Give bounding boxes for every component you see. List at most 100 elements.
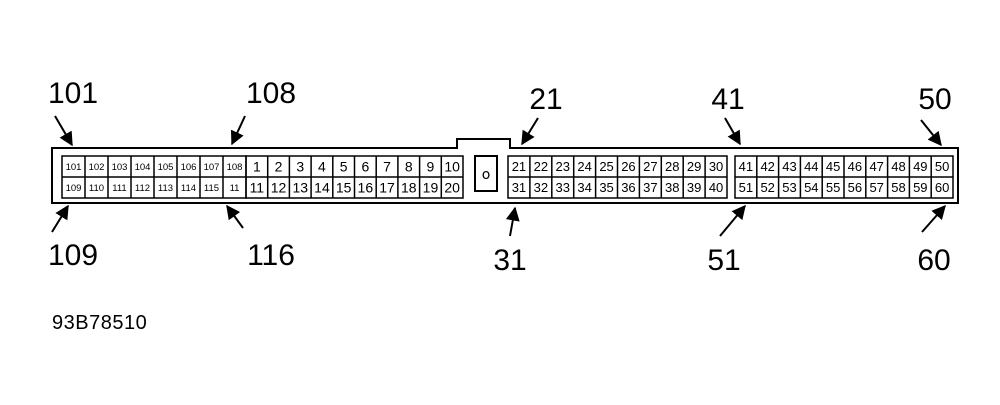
callout-label: 60 xyxy=(917,244,950,277)
terminal-label: 12 xyxy=(271,180,287,196)
callout-arrow xyxy=(719,204,746,237)
terminal-label: 19 xyxy=(423,180,439,196)
terminal-label: 4 xyxy=(318,159,326,175)
terminal-label: 2 xyxy=(275,159,283,175)
terminal-label: 59 xyxy=(913,180,927,195)
terminal-label: 47 xyxy=(869,159,883,174)
terminal-label: 105 xyxy=(158,162,174,173)
key-slot xyxy=(474,155,498,192)
terminal-grid xyxy=(61,155,954,199)
terminal-label: 40 xyxy=(709,180,723,195)
callout-label: 116 xyxy=(247,239,295,272)
callout-arrow xyxy=(521,117,539,146)
terminal-label: 1 xyxy=(253,159,261,175)
callout-label: 50 xyxy=(918,83,951,116)
terminal-label: 101 xyxy=(66,162,82,173)
terminal-label: 49 xyxy=(913,159,927,174)
terminal-label: 22 xyxy=(534,159,548,174)
terminal-label: 51 xyxy=(739,180,753,195)
terminal-label: 15 xyxy=(336,180,352,196)
terminal-label: 27 xyxy=(643,159,657,174)
figure-code: 93B78510 xyxy=(52,312,148,334)
terminal-label: 38 xyxy=(665,180,679,195)
terminal-label: 3 xyxy=(296,159,304,175)
terminal-label: 37 xyxy=(643,180,657,195)
terminal-label: 111 xyxy=(112,183,126,194)
terminal-label: 17 xyxy=(379,180,395,196)
terminal-label: 42 xyxy=(760,159,774,174)
terminal-label: 113 xyxy=(158,183,173,194)
terminal-label: 110 xyxy=(89,183,104,194)
terminal-label: 54 xyxy=(804,180,818,195)
terminal-label: 13 xyxy=(292,180,308,196)
connector-housing xyxy=(51,138,959,204)
terminal-label: 45 xyxy=(826,159,840,174)
terminal-label: 107 xyxy=(204,162,220,173)
terminal-label: 55 xyxy=(826,180,840,195)
terminal-label: 33 xyxy=(556,180,570,195)
callout-arrow xyxy=(724,117,741,146)
terminal-label: 46 xyxy=(848,159,862,174)
terminal-label: 31 xyxy=(512,180,526,195)
terminal-label: 5 xyxy=(340,159,348,175)
terminal-label: 32 xyxy=(534,180,548,195)
callout-label: 31 xyxy=(493,244,526,277)
terminal-label: 28 xyxy=(665,159,679,174)
terminal-label: 114 xyxy=(181,183,196,194)
terminal-label: 25 xyxy=(599,159,613,174)
callout-label: 51 xyxy=(707,244,740,277)
callout-arrow xyxy=(505,206,520,237)
terminal-label: 34 xyxy=(577,180,591,195)
terminal-label: 44 xyxy=(804,159,818,174)
terminal-label: 41 xyxy=(739,159,753,174)
terminal-label: 11 xyxy=(250,180,265,196)
terminal-label: 53 xyxy=(782,180,796,195)
terminal-label: 18 xyxy=(401,180,417,196)
terminal-label: 11 xyxy=(230,183,240,194)
callout-arrow xyxy=(921,204,946,233)
terminal-label: 109 xyxy=(66,183,82,194)
terminal-label: 10 xyxy=(444,159,460,175)
callout-arrow xyxy=(920,119,942,147)
callout-label: 21 xyxy=(529,83,562,116)
terminal-label: 48 xyxy=(891,159,905,174)
terminal-label: 6 xyxy=(361,159,369,175)
key-symbol: o xyxy=(482,167,491,183)
terminal-label: 7 xyxy=(383,159,391,175)
callout-label: 101 xyxy=(48,77,98,110)
callout-label: 41 xyxy=(711,83,744,116)
terminal-label: 102 xyxy=(89,162,105,173)
terminal-label: 29 xyxy=(687,159,701,174)
terminal-label: 60 xyxy=(935,180,949,195)
terminal-label: 43 xyxy=(782,159,796,174)
callout-label: 108 xyxy=(246,77,296,110)
terminal-label: 115 xyxy=(204,183,219,194)
terminal-label: 20 xyxy=(444,180,460,196)
terminal-label: 26 xyxy=(621,159,635,174)
callout-arrow xyxy=(230,115,246,146)
callout-arrow xyxy=(51,204,69,233)
connector-outline xyxy=(51,138,959,204)
terminal-label: 35 xyxy=(599,180,613,195)
terminal-label: 39 xyxy=(687,180,701,195)
terminal-label: 112 xyxy=(135,183,150,194)
terminal-label: 104 xyxy=(135,162,151,173)
terminal-label: 30 xyxy=(709,159,723,174)
terminal-label: 9 xyxy=(427,159,435,175)
terminal-label: 106 xyxy=(181,162,197,173)
terminal-label: 103 xyxy=(112,162,128,173)
terminal-label: 36 xyxy=(621,180,635,195)
terminal-label: 23 xyxy=(556,159,570,174)
terminal-label: 108 xyxy=(227,162,243,173)
terminal-label: 50 xyxy=(935,159,949,174)
terminal-label: 52 xyxy=(760,180,774,195)
terminal-label: 21 xyxy=(512,159,526,174)
terminal-label: 8 xyxy=(405,159,413,175)
terminal-label: 57 xyxy=(869,180,883,195)
terminal-label: 56 xyxy=(848,180,862,195)
terminal-label: 58 xyxy=(891,180,905,195)
callout-label: 109 xyxy=(48,239,98,272)
